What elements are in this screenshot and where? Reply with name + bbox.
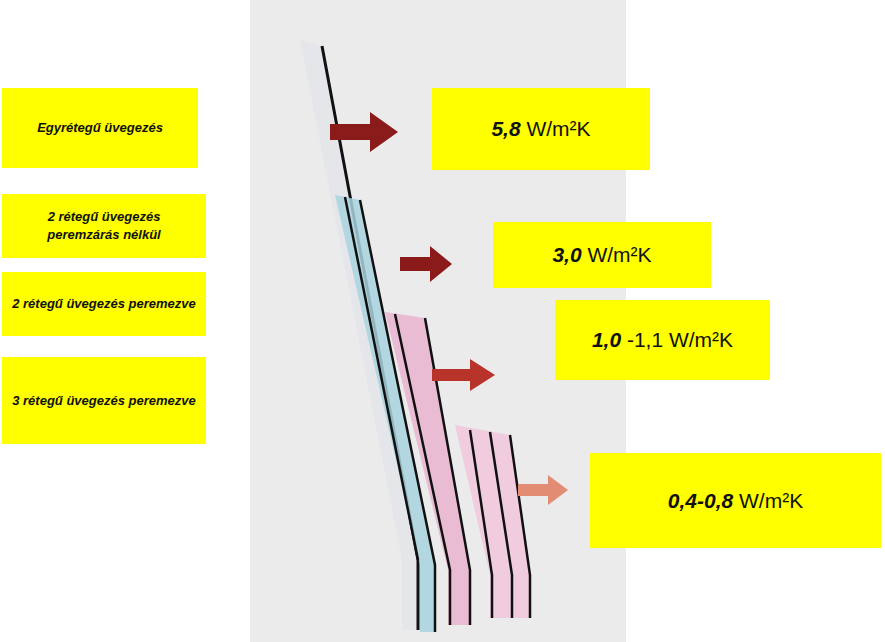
- u-value: 1,0 -1,1 W/m²K: [580, 324, 745, 356]
- u-value: 0,4-0,8 W/m²K: [656, 485, 815, 517]
- glass-edge: [395, 314, 450, 625]
- glass-edge: [470, 430, 492, 618]
- value-number: 0,4-0,8: [668, 489, 733, 512]
- glass-edge: [510, 435, 530, 618]
- u-value: 3,0 W/m²K: [540, 239, 663, 271]
- heat-arrow: [432, 359, 495, 391]
- value-number: 1,0: [592, 328, 621, 351]
- glass-pane: [455, 425, 530, 618]
- value-unit: W/m²K: [582, 243, 652, 266]
- heat-arrow: [518, 475, 568, 505]
- label-box: Egyrétegű üvegezés: [2, 88, 198, 168]
- u-value: 5,8 W/m²K: [479, 113, 602, 145]
- label-box: 0,4-0,8 W/m²K: [590, 453, 881, 548]
- label-box: 1,0 -1,1 W/m²K: [555, 300, 770, 380]
- glazing-type: 3 rétegű üvegezés peremezve: [2, 388, 206, 414]
- heat-arrow: [330, 112, 398, 152]
- label-box: 2 rétegű üvegezés peremzárás nélkül: [2, 194, 206, 258]
- value-unit: -1,1 W/m²K: [621, 328, 733, 351]
- label-box: 2 rétegű üvegezés peremezve: [2, 272, 206, 336]
- label-box: 3 rétegű üvegezés peremezve: [2, 357, 206, 444]
- heat-arrow: [400, 246, 452, 282]
- value-unit: W/m²K: [521, 117, 591, 140]
- label-box: 3,0 W/m²K: [493, 222, 711, 288]
- value-unit: W/m²K: [733, 489, 803, 512]
- glass-edge: [425, 318, 470, 625]
- glazing-type: 2 rétegű üvegezés peremezve: [2, 291, 206, 317]
- glazing-type: Egyrétegű üvegezés: [27, 115, 173, 141]
- value-number: 3,0: [552, 243, 581, 266]
- label-box: 5,8 W/m²K: [432, 88, 650, 170]
- value-number: 5,8: [491, 117, 520, 140]
- glass-pane: [385, 312, 470, 625]
- glass-edge: [490, 432, 512, 618]
- glazing-type: 2 rétegű üvegezés peremzárás nélkül: [2, 204, 206, 247]
